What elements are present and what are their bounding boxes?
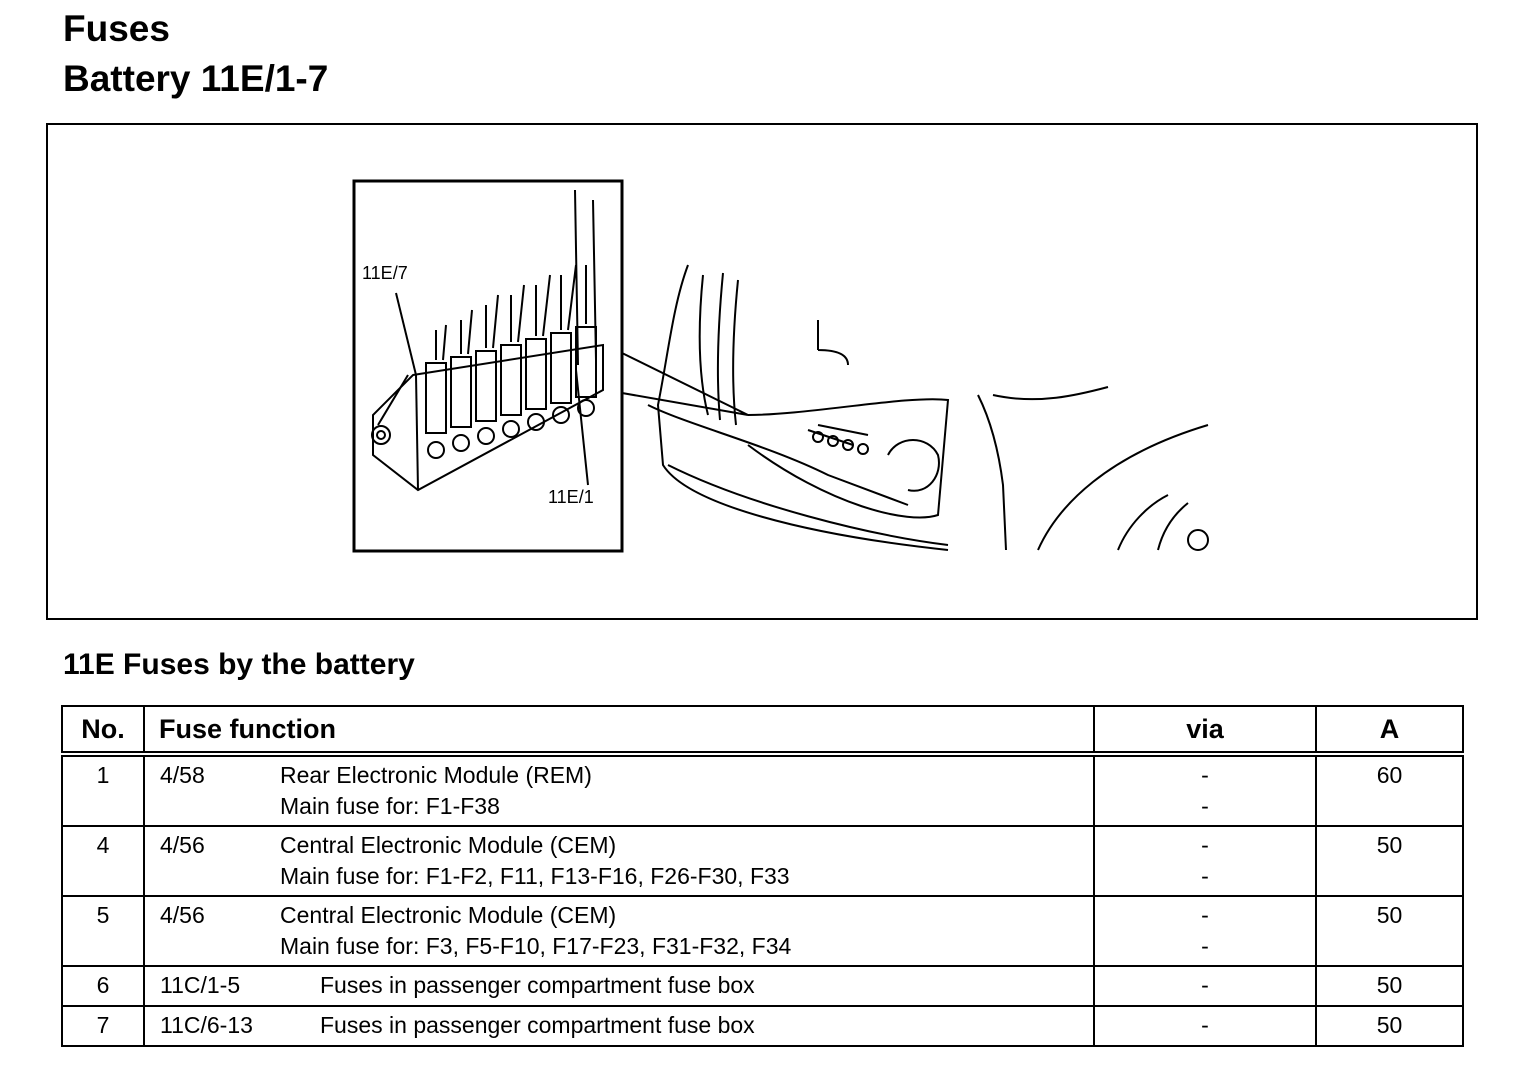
fuse-number: 7: [96, 1012, 110, 1038]
col-header-function: Fuse function: [143, 705, 1095, 757]
vehicle-front-sketch: [647, 264, 1209, 551]
via-value: -: [1201, 762, 1209, 788]
fuse-function-line: Main fuse for: F3, F5-F10, F17-F23, F31-…: [280, 933, 792, 959]
callout-11e7: 11E/7: [362, 263, 408, 283]
callout-11e1: 11E/1: [548, 487, 594, 507]
fuse-code: 4/56: [160, 832, 205, 858]
fuse-number: 5: [96, 902, 110, 928]
fuse-code: 11C/1-5: [160, 972, 241, 998]
fuse-number: 4: [96, 832, 110, 858]
fuse-function-line: Fuses in passenger compartment fuse box: [320, 1012, 755, 1038]
via-value: -: [1201, 972, 1209, 998]
fuse-function-line: Central Electronic Module (CEM): [280, 832, 617, 858]
col-header-no: No.: [61, 705, 145, 757]
fuse-box-detail: [371, 189, 604, 492]
amperage: 50: [1376, 972, 1403, 998]
fuse-function-line: Main fuse for: F1-F2, F11, F13-F16, F26-…: [280, 863, 790, 889]
table-row: 6 11C/1-5 Fuses in passenger compartment …: [61, 965, 1464, 1007]
table-row: 1 4/58 Rear Electronic Module (REM) Main …: [61, 753, 1464, 827]
table-row: 5 4/56 Central Electronic Module (CEM) Ma…: [61, 895, 1464, 967]
table-header-row: No. Fuse function via A: [61, 705, 1464, 757]
fuse-table: No. Fuse function via A 1 4/58 Rear Elect…: [61, 705, 1464, 1047]
fuse-box-illustration: 11E/7 11E/1: [352, 179, 1209, 553]
amperage: 60: [1376, 762, 1403, 788]
amperage: 50: [1376, 902, 1403, 928]
col-header-via: via: [1093, 705, 1317, 757]
fuse-code: 4/58: [160, 762, 205, 788]
amperage: 50: [1376, 1012, 1403, 1038]
fuse-code: 4/56: [160, 902, 205, 928]
via-value: -: [1201, 793, 1209, 819]
via-value: -: [1201, 933, 1209, 959]
fuse-number: 1: [96, 762, 110, 788]
fuse-code: 11C/6-13: [160, 1012, 253, 1038]
page-title: Fuses: [63, 8, 170, 49]
via-value: -: [1201, 902, 1209, 928]
amperage: 50: [1376, 832, 1403, 858]
via-value: -: [1201, 863, 1209, 889]
page-subtitle: Battery 11E/1-7: [63, 58, 329, 99]
table-row: 7 11C/6-13 Fuses in passenger compartment…: [61, 1005, 1464, 1047]
table-row: 4 4/56 Central Electronic Module (CEM) Ma…: [61, 825, 1464, 897]
inset-frame: [352, 179, 624, 553]
via-value: -: [1201, 832, 1209, 858]
section-title: 11E Fuses by the battery: [63, 648, 415, 681]
fuse-function-line: Central Electronic Module (CEM): [280, 902, 617, 928]
col-header-amps: A: [1315, 705, 1464, 757]
fuse-function-line: Main fuse for: F1-F38: [280, 793, 500, 819]
fuse-function-line: Rear Electronic Module (REM): [280, 762, 592, 788]
fuse-location-figure: 11E/7 11E/1: [46, 123, 1478, 620]
fuse-function-line: Fuses in passenger compartment fuse box: [320, 972, 755, 998]
via-value: -: [1201, 1012, 1209, 1038]
fuse-number: 6: [96, 972, 110, 998]
